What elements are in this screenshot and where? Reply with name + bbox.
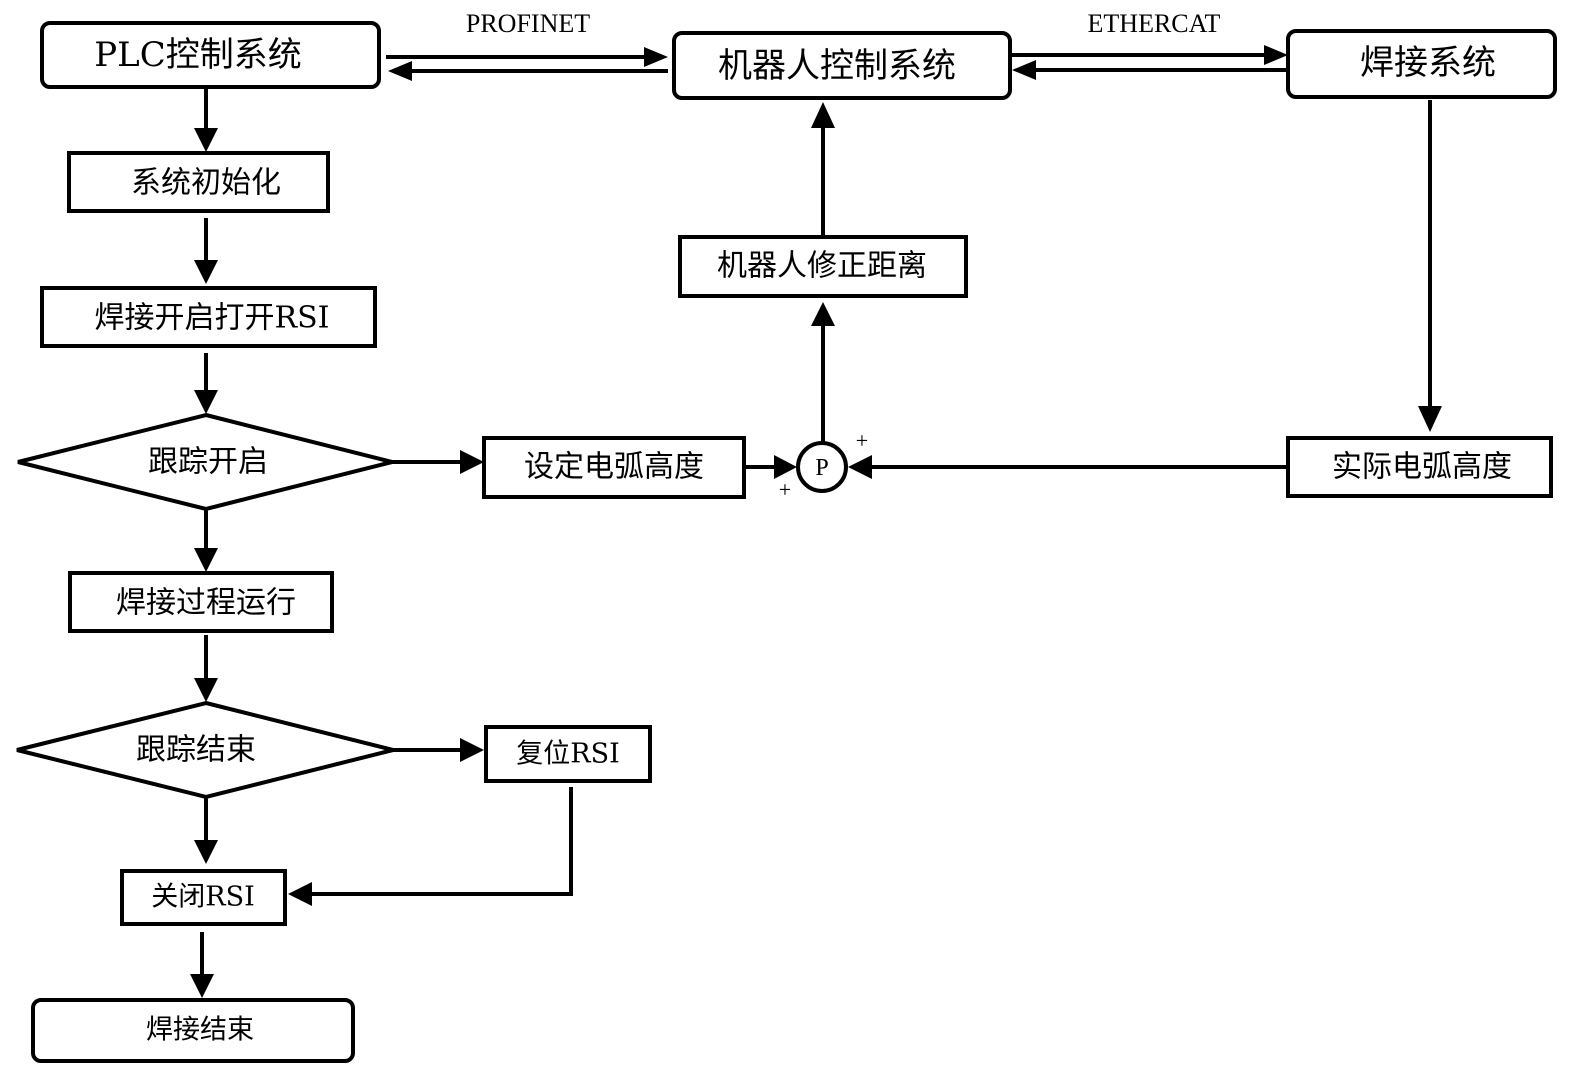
edge-resetrsi-to-closersi	[310, 787, 571, 894]
node-track-end-label: 跟踪结束	[136, 733, 256, 768]
node-weld-end-label: 焊接结束	[146, 1015, 254, 1046]
connectors	[190, 45, 1442, 998]
node-actual-arc-label: 实际电弧高度	[1332, 450, 1512, 485]
node-weld-process-running[interactable]: 焊接过程运行	[70, 573, 332, 631]
arrowhead-plc-to-init	[194, 128, 218, 152]
arrowhead-actualarc-to-p	[848, 455, 872, 479]
node-reset-rsi-label: 复位RSI	[516, 739, 620, 770]
arrowhead-trackstart-to-setarc	[460, 450, 484, 474]
arrowhead-weldstart-to-trackstart	[194, 390, 218, 414]
arrowhead-resetrsi-to-closersi	[288, 882, 312, 906]
node-weld-run-label: 焊接过程运行	[116, 586, 296, 621]
node-close-rsi-label: 关闭RSI	[151, 882, 255, 913]
node-actual-arc-height[interactable]: 实际电弧高度	[1288, 438, 1551, 496]
arrowhead-trackend-to-closersi	[194, 840, 218, 864]
node-robot-control-system[interactable]: 机器人控制系统	[674, 33, 1010, 98]
arrowhead-init-to-weldstart	[194, 260, 218, 284]
node-p-label: P	[815, 455, 828, 481]
node-set-arc-label: 设定电弧高度	[524, 450, 704, 485]
node-system-init[interactable]: 系统初始化	[69, 153, 328, 211]
arrowhead-trackend-to-resetrsi	[460, 738, 484, 762]
arrowhead-p-to-robotcorrect	[811, 302, 835, 326]
link-label-ethercat: ETHERCAT	[1088, 9, 1221, 38]
arrowhead-plc-to-robot	[644, 47, 668, 67]
arrowhead-robotcorrect-to-robotctrl	[811, 102, 835, 128]
arrowhead-closersi-to-weldend	[190, 974, 214, 998]
arrowhead-setarc-to-p	[774, 455, 797, 479]
p-plus-sign-bottom: +	[779, 477, 791, 502]
node-track-start-label: 跟踪开启	[148, 445, 268, 480]
node-weld-sys-label: 焊接系统	[1360, 43, 1496, 83]
arrowhead-trackstart-to-weldrun	[194, 548, 218, 572]
node-robot-ctrl-label: 机器人控制系统	[718, 46, 956, 86]
node-set-arc-height[interactable]: 设定电弧高度	[484, 438, 744, 497]
arrowhead-robot-to-plc	[388, 61, 412, 81]
node-weld-start-open-rsi[interactable]: 焊接开启打开RSI	[42, 288, 375, 346]
node-plc-label: PLC控制系统	[94, 35, 301, 75]
link-label-profinet: PROFINET	[466, 9, 590, 38]
node-reset-rsi[interactable]: 复位RSI	[486, 727, 650, 781]
node-weld-end[interactable]: 焊接结束	[33, 1000, 353, 1061]
node-tracking-start-decision[interactable]: 跟踪开启	[18, 415, 392, 509]
node-plc-control-system[interactable]: PLC控制系统	[42, 23, 379, 87]
node-init-label: 系统初始化	[131, 166, 281, 201]
arrowhead-weldrun-to-trackend	[194, 678, 218, 702]
arrowhead-weldsys-to-actualarc	[1418, 406, 1442, 432]
node-p-controller[interactable]: P	[798, 443, 846, 491]
node-weld-start-label: 焊接开启打开RSI	[95, 301, 330, 336]
arrowhead-robot-to-weld	[1264, 45, 1288, 65]
arrowhead-weld-to-robot	[1012, 60, 1036, 80]
p-plus-sign-top: +	[856, 428, 868, 453]
node-robot-correct-label: 机器人修正距离	[717, 249, 927, 284]
node-welding-system[interactable]: 焊接系统	[1288, 31, 1555, 97]
node-close-rsi[interactable]: 关闭RSI	[122, 871, 285, 924]
node-robot-correction-distance[interactable]: 机器人修正距离	[680, 237, 966, 296]
node-tracking-end-decision[interactable]: 跟踪结束	[17, 703, 393, 797]
